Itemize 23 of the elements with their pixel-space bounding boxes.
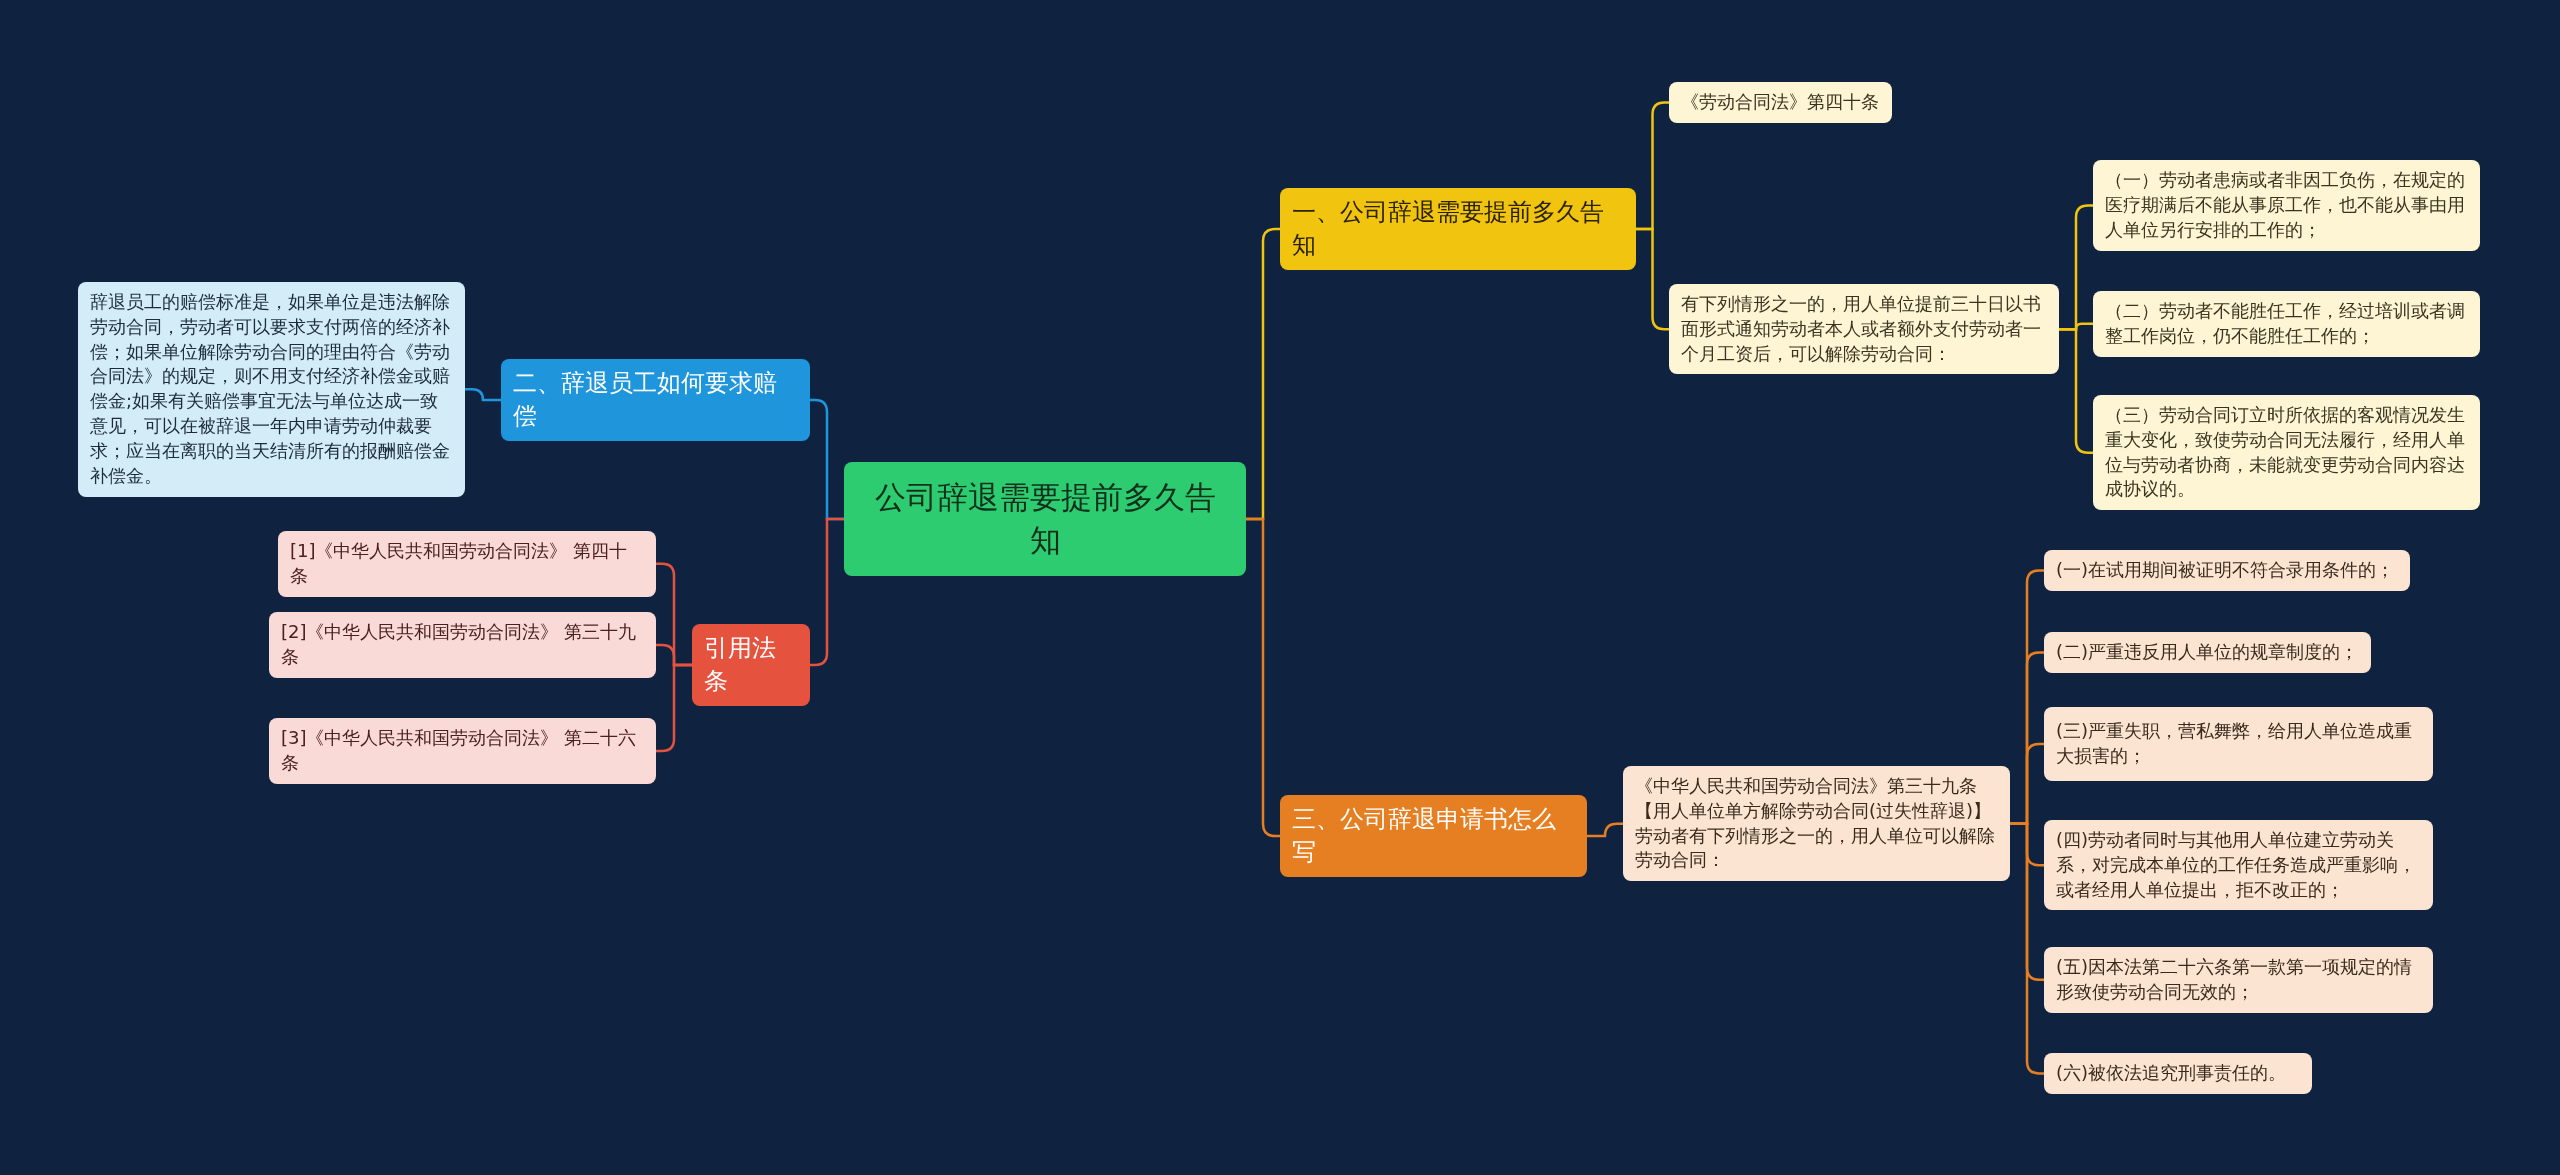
subtopic-box: （二）劳动者不能胜任工作，经过培训或者调整工作岗位，仍不能胜任工作的；	[2093, 291, 2480, 357]
subtopic-box: [3]《中华人民共和国劳动合同法》 第二十六条	[269, 718, 656, 784]
subtopic-box: (二)严重违反用人单位的规章制度的；	[2044, 632, 2371, 673]
subtopic-box: (五)因本法第二十六条第一款第一项规定的情形致使劳动合同无效的；	[2044, 947, 2433, 1013]
subtopic-box: (一)在试用期间被证明不符合录用条件的；	[2044, 550, 2410, 591]
subtopic-box: （一）劳动者患病或者非因工负伤，在规定的医疗期满后不能从事原工作，也不能从事由用人单位另行安排的工作的；	[2093, 160, 2480, 251]
subtopic-box: [2]《中华人民共和国劳动合同法》 第三十九条	[269, 612, 656, 678]
branch-topic-box: 二、辞退员工如何要求赔偿	[501, 359, 810, 442]
subtopic-box: (六)被依法追究刑事责任的。	[2044, 1053, 2312, 1094]
subtopic-box: (四)劳动者同时与其他用人单位建立劳动关系，对完成本单位的工作任务造成严重影响，或者经用人单位提出，拒不改正的；	[2044, 820, 2433, 911]
subtopic-box: 有下列情形之一的，用人单位提前三十日以书面形式通知劳动者本人或者额外支付劳动者一个月工资后，可以解除劳动合同：	[1669, 284, 2059, 375]
subtopic-box: (三)严重失职，营私舞弊，给用人单位造成重大损害的；	[2044, 707, 2433, 781]
subtopic-box: 《中华人民共和国劳动合同法》第三十九条【用人单位单方解除劳动合同(过失性辞退)】劳动者有下列情形之一的，用人单位可以解除劳动合同：	[1623, 766, 2010, 882]
central-topic-box: 公司辞退需要提前多久告知	[844, 462, 1246, 576]
connector-line	[465, 388, 501, 402]
branch-topic-box: 一、公司辞退需要提前多久告知	[1280, 188, 1636, 271]
subtopic-box: 辞退员工的赔偿标准是，如果单位是违法解除劳动合同，劳动者可以要求支付两倍的经济补偿；如果单位解除劳动合同的理由符合《劳动合同法》的规定，则不用支付经济补偿金或赔偿金;如果有关赔偿事宜无法与单位达成一致意见，可以在被辞退一年内申请劳动仲裁要求；应当在离职的当天结清所有的报酬赔偿金补偿金。	[78, 282, 465, 497]
subtopic-box: （三）劳动合同订立时所依据的客观情况发生重大变化，致使劳动合同无法履行，经用人单位与劳动者协商，未能就变更劳动合同内容达成协议的。	[2093, 395, 2480, 511]
branch-topic-box: 三、公司辞退申请书怎么写	[1280, 795, 1587, 878]
subtopic-box: [1]《中华人民共和国劳动合同法》 第四十条	[278, 531, 656, 597]
connector-line	[1587, 822, 1623, 838]
subtopic-box: 《劳动合同法》第四十条	[1669, 82, 1892, 123]
branch-topic-box: 引用法条	[692, 624, 810, 707]
